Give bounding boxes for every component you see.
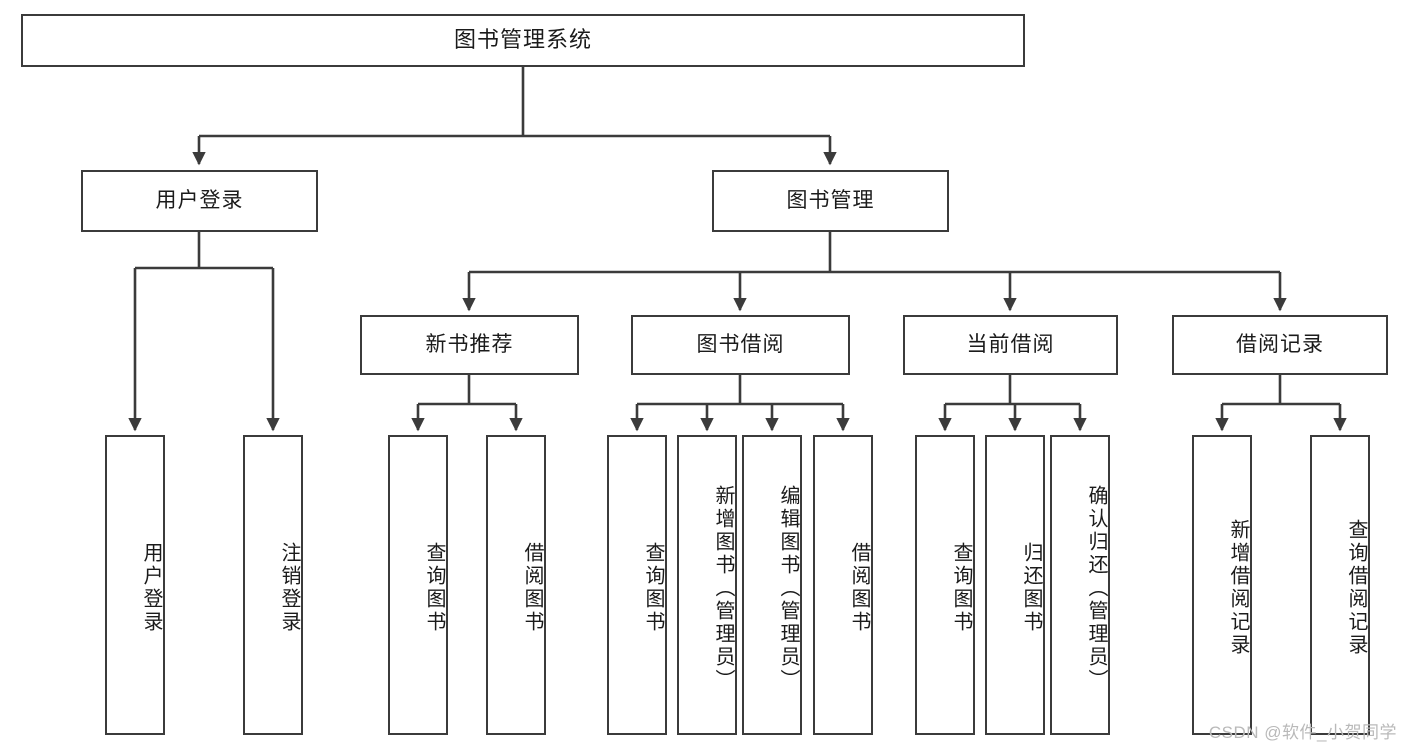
node-borrow-records[interactable]: 借阅记录 [1172,315,1388,375]
leaf-query-borrow-record[interactable]: 查询借阅记录 [1310,435,1370,735]
leaf-add-book-admin[interactable]: 新增图书（管理员） [677,435,737,735]
node-book-management[interactable]: 图书管理 [712,170,949,232]
node-current-borrowing[interactable]: 当前借阅 [903,315,1118,375]
leaf-edit-book-admin[interactable]: 编辑图书（管理员） [742,435,802,735]
leaf-add-borrow-record[interactable]: 新增借阅记录 [1192,435,1252,735]
leaf-query-books-borrow[interactable]: 查询图书 [607,435,667,735]
node-user-login[interactable]: 用户登录 [81,170,318,232]
node-root[interactable]: 图书管理系统 [21,14,1025,67]
leaf-return-book[interactable]: 归还图书 [985,435,1045,735]
node-book-borrowing[interactable]: 图书借阅 [631,315,850,375]
node-new-book-recommendation[interactable]: 新书推荐 [360,315,579,375]
leaf-user-login[interactable]: 用户登录 [105,435,165,735]
leaf-logout[interactable]: 注销登录 [243,435,303,735]
leaf-confirm-return-admin[interactable]: 确认归还（管理员） [1050,435,1110,735]
leaf-borrow-books-new[interactable]: 借阅图书 [486,435,546,735]
watermark: CSDN @软件_小贺同学 [1208,723,1397,742]
leaf-query-books-current[interactable]: 查询图书 [915,435,975,735]
leaf-borrow-book[interactable]: 借阅图书 [813,435,873,735]
leaf-query-books-new[interactable]: 查询图书 [388,435,448,735]
